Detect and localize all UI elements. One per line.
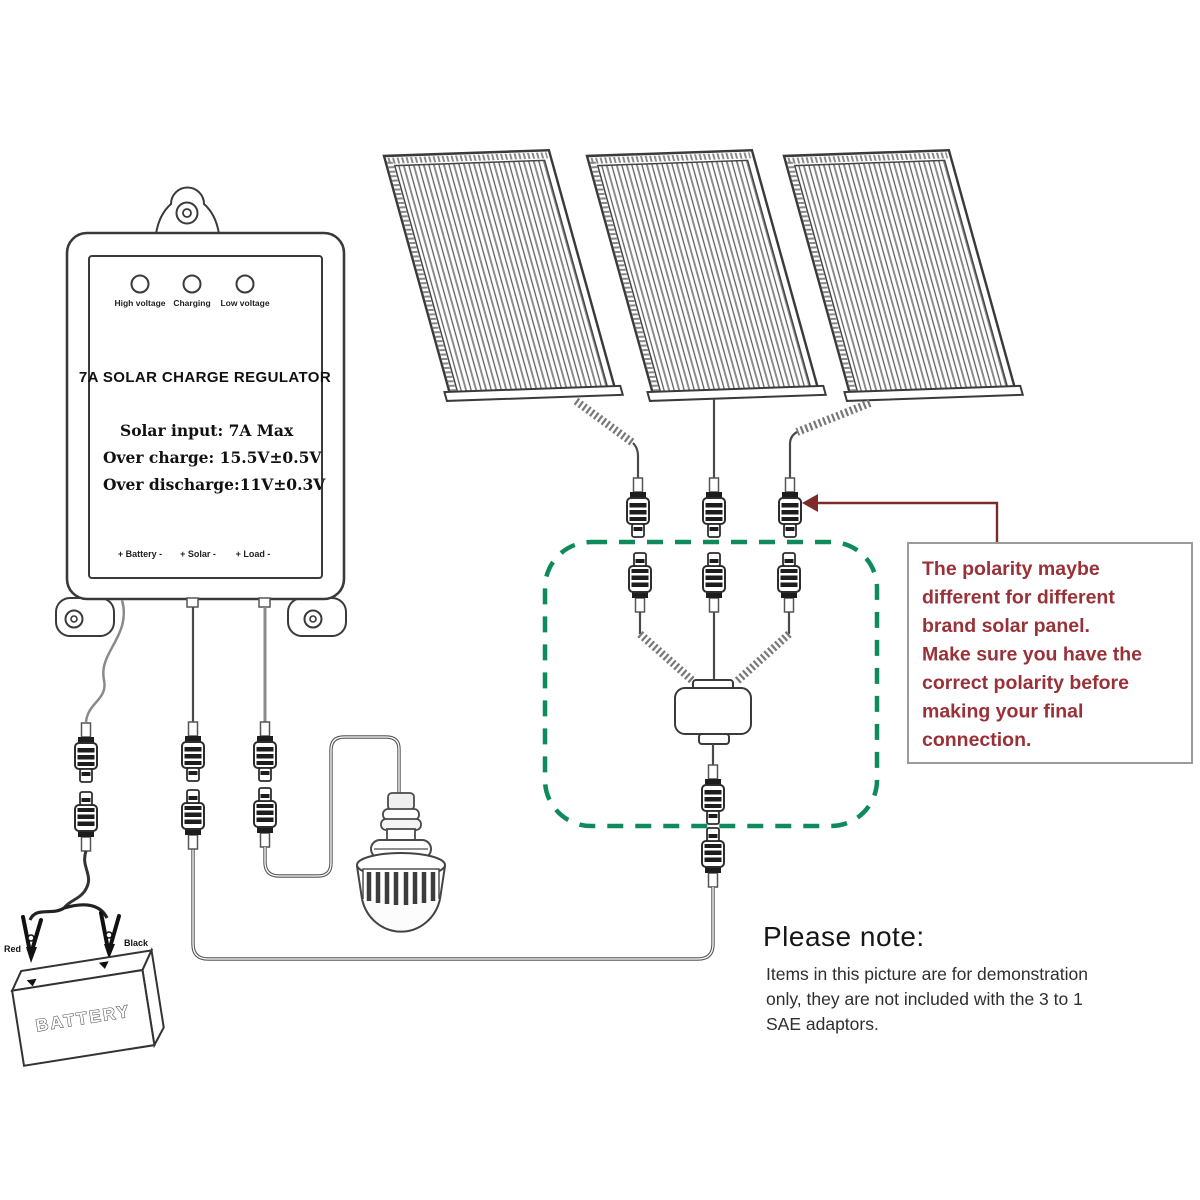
polarity-note-line: Make sure you have the xyxy=(922,644,1142,666)
panel3-wire-sleeve xyxy=(795,399,872,436)
sae-connector xyxy=(701,827,725,888)
spec-over-charge: Over charge: 15.5V±0.5V xyxy=(103,448,322,467)
polarity-note-line: correct polarity before xyxy=(922,672,1129,694)
light-bulb xyxy=(356,792,446,933)
led-charging-icon xyxy=(182,274,202,294)
led-label-charging: Charging xyxy=(173,298,210,308)
mounting-hole-top-inner xyxy=(182,208,192,218)
please-note-line: Items in this picture are for demonstrat… xyxy=(766,964,1088,984)
solar-wire-gland xyxy=(186,597,199,608)
bulb-ribs xyxy=(366,872,436,905)
mounting-hole-right-inner xyxy=(309,615,317,623)
red-clip-label: Red xyxy=(4,944,21,954)
battery-clip-black xyxy=(99,911,121,959)
charge-regulator: High voltage Charging Low voltage 7A SOL… xyxy=(55,186,347,637)
sae-connector xyxy=(253,787,277,848)
sae-connector xyxy=(778,477,802,538)
polarity-note-line: The polarity maybe xyxy=(922,558,1100,580)
sae-connector xyxy=(628,552,652,613)
battery: BATTERY xyxy=(10,946,165,1067)
panel1-wire xyxy=(632,442,640,478)
terminal-battery: + Battery - xyxy=(118,549,162,559)
mounting-ear-left xyxy=(55,597,115,637)
sae-connector xyxy=(701,764,725,825)
polarity-arrow-head xyxy=(802,494,818,512)
sae-connector xyxy=(181,721,205,782)
please-note-line: only, they are not included with the 3 t… xyxy=(766,989,1083,1009)
please-note-heading: Please note: xyxy=(763,921,925,952)
black-clip-wire xyxy=(63,903,109,919)
led-label-high-voltage: High voltage xyxy=(114,298,165,308)
sae-connector xyxy=(777,552,801,613)
panel3-wire xyxy=(788,431,798,478)
sae-connector xyxy=(74,722,98,783)
sae-connector xyxy=(702,477,726,538)
polarity-note-line: brand solar panel. xyxy=(922,615,1090,637)
led-high-voltage-icon xyxy=(130,274,150,294)
mounting-hole-left-inner xyxy=(70,615,78,623)
led-low-voltage-icon xyxy=(235,274,255,294)
battery-wire-upper xyxy=(84,599,125,723)
battery-clip-red xyxy=(21,915,43,963)
please-note-line: SAE adaptors. xyxy=(766,1014,879,1034)
junction-box xyxy=(674,679,752,745)
polarity-note-line: different for different xyxy=(922,587,1115,609)
red-clip-wire xyxy=(28,906,65,921)
battery-wire-lower xyxy=(62,850,91,909)
adaptor-sleeve-right xyxy=(733,631,792,685)
solar-feed-wire xyxy=(191,849,715,961)
sae-connector xyxy=(702,552,726,613)
battery-post-right xyxy=(98,961,109,969)
sae-connector xyxy=(74,791,98,852)
battery-post-left xyxy=(26,978,37,987)
solar-panel-3 xyxy=(779,150,1023,401)
spec-solar-input: Solar input: 7A Max xyxy=(120,421,294,440)
regulator-title: 7A SOLAR CHARGE REGULATOR xyxy=(79,369,331,386)
led-label-low-voltage: Low voltage xyxy=(220,298,269,308)
polarity-note-line: making your final xyxy=(922,701,1083,723)
panel1-wire-sleeve xyxy=(573,397,636,447)
sae-connector xyxy=(626,477,650,538)
black-clip-label: Black xyxy=(124,938,149,948)
sae-connector xyxy=(181,789,205,850)
solar-feed-wire-highlight xyxy=(192,849,714,960)
spec-over-discharge: Over discharge:11V±0.3V xyxy=(103,475,326,494)
terminal-load: + Load - xyxy=(236,549,271,559)
polarity-arrow-line xyxy=(818,501,999,543)
solar-panel-1 xyxy=(379,150,623,401)
three-to-one-adaptor-outline xyxy=(542,539,880,829)
solar-panel-2 xyxy=(582,150,826,401)
sae-connector xyxy=(253,721,277,782)
polarity-note-box: The polarity maybe different for differe… xyxy=(907,542,1193,764)
polarity-note-line: connection. xyxy=(922,729,1031,751)
load-wire-gland xyxy=(258,597,271,608)
bulb-wire-highlight xyxy=(264,736,400,877)
terminal-solar: + Solar - xyxy=(180,549,216,559)
regulator-faceplate xyxy=(88,255,323,579)
adaptor-sleeve-left xyxy=(637,631,697,685)
